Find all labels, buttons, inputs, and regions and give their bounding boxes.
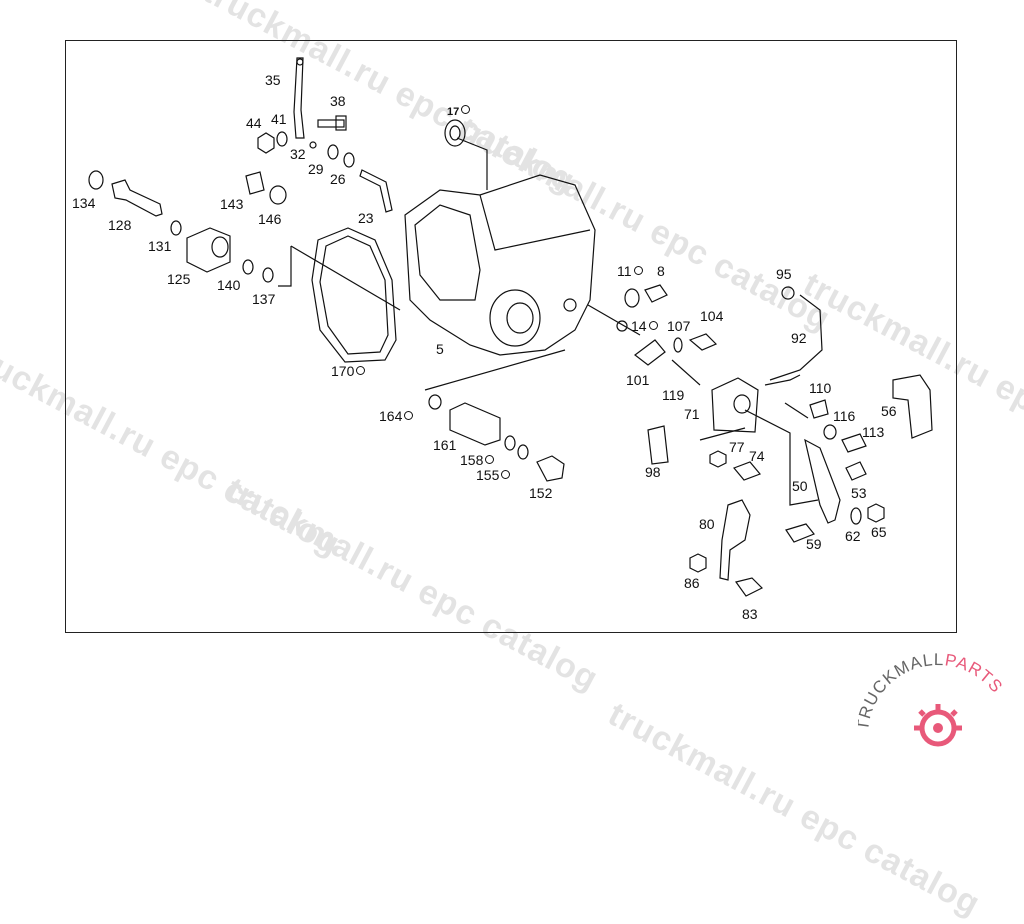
part-label: 146 [258,211,282,227]
part-label: 113 [862,424,885,440]
part-label: 41 [271,111,287,127]
logo-text-accent: PARTS [944,650,1007,696]
part-label: 143 [220,196,244,212]
part-label: 50 [792,478,808,494]
svg-text:TRUCKMALLPARTS: TRUCKMALLPARTS [858,650,1007,732]
part-label: 29 [308,161,324,177]
part-label: 83 [742,606,758,622]
part-label: 56 [881,403,897,419]
gear-icon [914,704,962,747]
exploded-view-drawing [88,57,933,597]
part-label: 119 [662,387,685,403]
part-label: 80 [699,516,715,532]
part-label: 137 [252,291,276,307]
part-label-marked: 11 [617,264,643,278]
part-label-marked: 14 [631,319,658,333]
part-label: 77 [729,439,745,455]
part-label: 140 [217,277,241,293]
part-label-marked: 155 [476,468,510,482]
part-label: 35 [265,72,281,88]
truckmall-parts-logo: TRUCKMALLPARTS [858,650,1007,747]
part-label-marked: 17 [447,105,470,118]
part-label: 8 [657,263,665,279]
part-label: 62 [845,528,861,544]
part-label: 23 [358,210,374,226]
part-label: 74 [749,448,765,464]
part-label-marked: 164 [379,409,413,423]
diagram-frame [65,40,957,633]
part-label: 38 [330,93,346,109]
part-label: 5 [436,341,444,357]
part-label: 131 [148,238,172,254]
part-label: 26 [330,171,346,187]
part-label: 125 [167,271,191,287]
gear-hub-icon [933,723,943,733]
part-label: 101 [626,372,650,388]
part-label: 32 [290,146,306,162]
part-label: 98 [645,464,661,480]
part-label: 53 [851,485,867,501]
logo-text-main: TRUCKMALL [858,650,944,732]
part-label: 59 [806,536,822,552]
part-label: 110 [809,380,832,396]
part-label: 95 [776,266,792,282]
part-label-marked: 158 [460,453,494,467]
part-label: 116 [833,408,856,424]
part-label: 161 [433,437,457,453]
part-label: 86 [684,575,700,591]
part-label: 134 [72,195,96,211]
part-label: 92 [791,330,807,346]
part-label: 128 [108,217,132,233]
part-label: 71 [684,406,700,422]
part-label: 107 [667,318,691,334]
part-label: 65 [871,524,887,540]
part-label-marked: 170 [331,364,365,378]
part-label: 44 [246,115,262,131]
part-label: 152 [529,485,553,501]
part-label: 104 [700,308,724,324]
